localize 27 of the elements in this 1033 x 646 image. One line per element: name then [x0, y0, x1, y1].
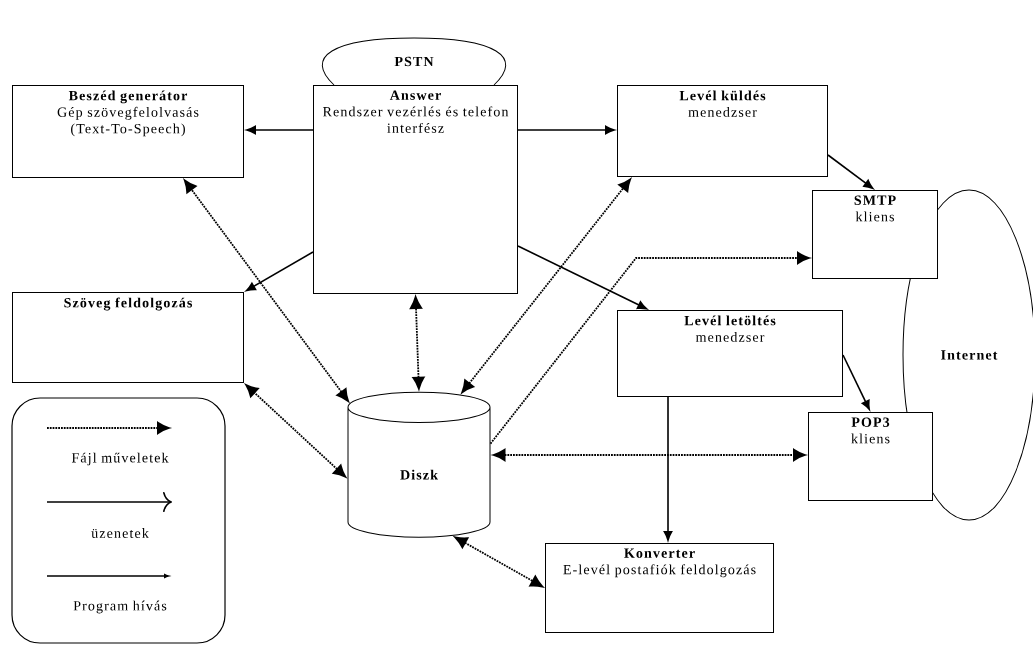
- arrow: [245, 384, 347, 478]
- process-box: Beszéd generátor Gép szövegfelolvasás (Text-To-Speech): [12, 85, 244, 178]
- arrow: [461, 178, 632, 394]
- process-box: Answer Rendszer vezérlés és telefon interfész: [313, 85, 518, 294]
- disk-cylinder: Diszk: [347, 391, 491, 538]
- arrow: [246, 125, 314, 135]
- legend-label: Fájl műveletek: [71, 452, 169, 466]
- process-box: Szöveg feldolgozás: [12, 292, 244, 383]
- legend-label: Program hívás: [73, 600, 167, 614]
- arrow: [409, 296, 425, 390]
- arrow: [245, 251, 314, 292]
- arrow: [827, 154, 874, 189]
- arrow: [842, 354, 870, 411]
- arrow: [183, 179, 349, 402]
- arrow: [517, 245, 648, 310]
- arrow: [489, 251, 810, 445]
- process-box: Konverter E-levél postafiók feldolgozás: [545, 543, 774, 633]
- process-box: SMTP kliens: [812, 190, 938, 279]
- arrow: [492, 448, 806, 462]
- network-cloud: PSTN: [321, 37, 507, 86]
- arrow: [663, 396, 673, 541]
- process-box: Levél letöltés menedzser: [617, 310, 843, 397]
- process-box: POP3 kliens: [808, 412, 933, 501]
- arrow: [517, 125, 615, 135]
- arrow: [454, 536, 544, 588]
- process-box: Levél küldés menedzser: [617, 85, 828, 177]
- legend-label: üzenetek: [91, 528, 149, 538]
